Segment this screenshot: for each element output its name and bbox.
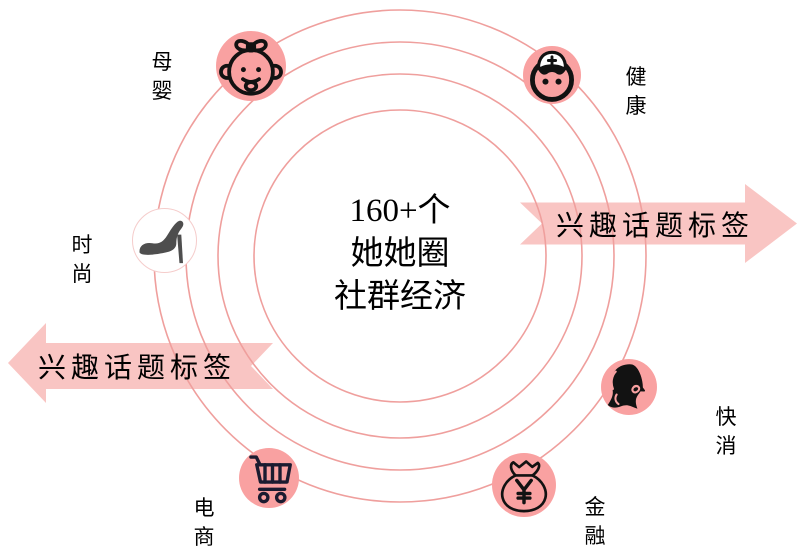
center-title: 160+个 她她圈 社群经济 — [334, 190, 466, 319]
ring-1 — [253, 109, 547, 403]
node-label-muying: 母 婴 — [151, 50, 173, 103]
right-arrow-shape — [520, 184, 797, 263]
ring-2 — [217, 73, 583, 439]
right-arrow-label: 兴趣话题标签 — [555, 211, 755, 242]
node-label-dianshang: 电 商 — [193, 496, 215, 549]
topic-node-kuaixiao — [601, 359, 657, 415]
nurse-icon — [530, 50, 574, 102]
center-title-line2: 她她圈 — [350, 236, 450, 272]
shopping-cart-icon — [249, 455, 292, 504]
node-label-jiankang: 健 康 — [625, 65, 647, 118]
baby-icon — [219, 38, 283, 96]
topic-node-muying — [216, 31, 286, 101]
woman-profile-icon — [607, 364, 646, 409]
topic-node-shishang — [132, 208, 197, 273]
money-bag-icon — [500, 460, 548, 513]
center-title-line3: 社群经济 — [334, 279, 466, 315]
topic-node-jinrong — [492, 453, 556, 517]
node-label-shishang: 时 尚 — [71, 233, 93, 286]
topic-node-jiankang — [523, 46, 581, 104]
left-arrow-shape — [8, 323, 273, 403]
center-title-line1: 160+个 — [349, 193, 451, 229]
node-label-jinrong: 金 融 — [584, 495, 606, 548]
topic-node-dianshang — [239, 448, 299, 508]
left-arrow-label: 兴趣话题标签 — [37, 353, 237, 384]
node-label-kuaixiao: 快 消 — [715, 405, 737, 458]
high-heel-icon — [139, 220, 184, 264]
